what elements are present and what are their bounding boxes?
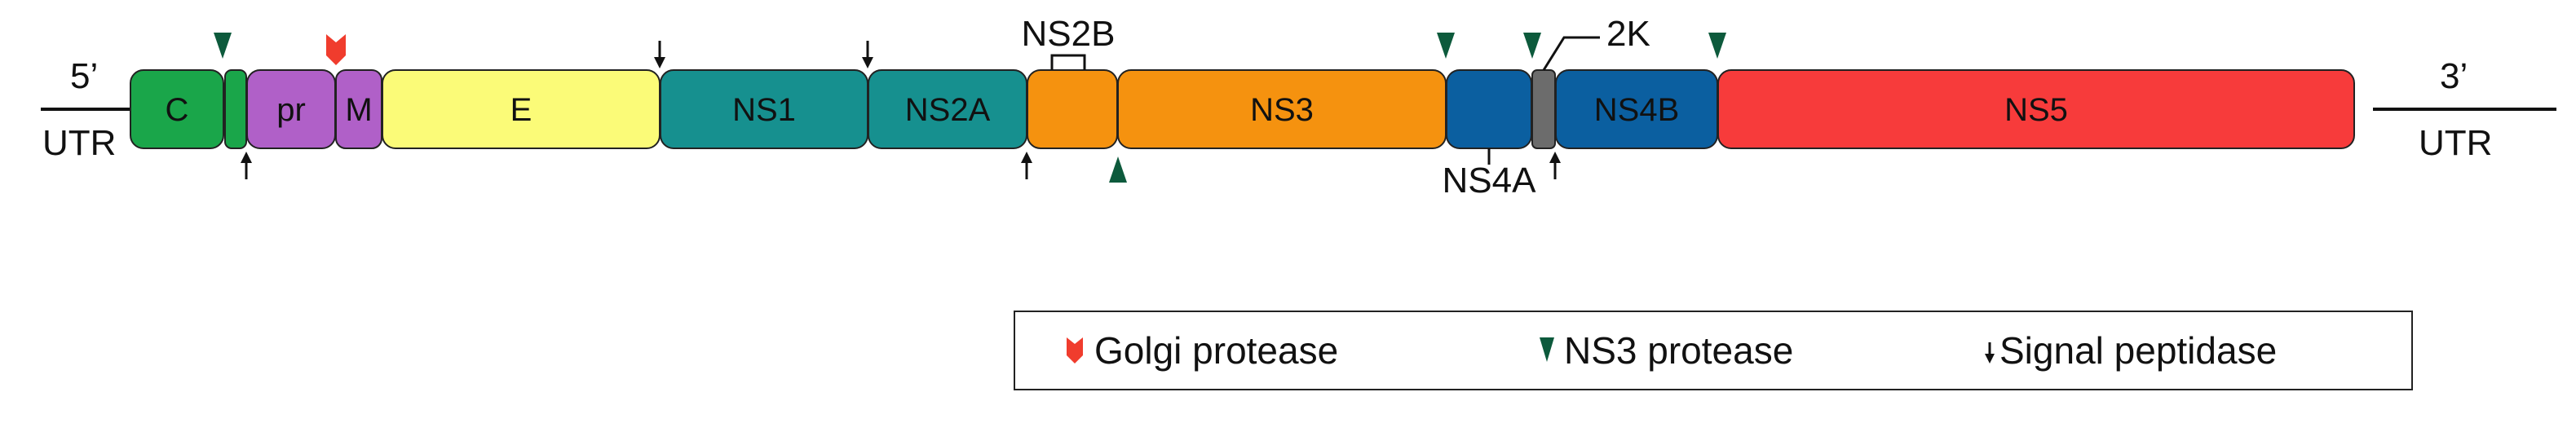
signal-peptidase-arrow xyxy=(1549,152,1561,179)
segment-m: M xyxy=(335,69,382,149)
segment-ns2b-box xyxy=(1027,69,1118,149)
legend: Golgi protease NS3 protease Signal pepti… xyxy=(1014,311,2413,390)
segment-e-label: E xyxy=(510,92,532,128)
segment-ns3: NS3 xyxy=(1117,69,1447,149)
segment-c-anchor xyxy=(224,69,247,149)
segment-ns5-box xyxy=(1717,69,2355,149)
segment-ns4a-box xyxy=(1446,69,1532,149)
segment-ns2a-label: NS2A xyxy=(905,92,991,128)
segment-c-anchor-box xyxy=(224,69,247,149)
ns3-legend-label: NS3 protease xyxy=(1564,329,1793,372)
two-k-callout-line xyxy=(1542,36,1600,71)
two-k-callout-label: 2K xyxy=(1606,14,1650,54)
ns3-cleavage-marker xyxy=(1523,33,1541,59)
segment-ns4b-label: NS4B xyxy=(1594,92,1680,128)
segment-2k xyxy=(1531,69,1556,149)
ns2b-callout-bracket xyxy=(1050,54,1086,70)
three-prime-label: 3’ xyxy=(2440,56,2468,96)
segment-ns3-label: NS3 xyxy=(1250,92,1314,128)
ns4a-callout-label: NS4A xyxy=(1443,161,1537,200)
five-prime-label: 5’ xyxy=(70,56,98,96)
golgi-legend-label: Golgi protease xyxy=(1094,329,1338,372)
signal-legend-icon xyxy=(1985,342,1995,364)
golgi-legend-icon xyxy=(1067,337,1083,364)
ns3-legend-icon xyxy=(1540,337,1554,362)
segment-2k-box xyxy=(1531,69,1556,149)
ns2b-callout-label: NS2B xyxy=(1022,14,1116,54)
segment-ns4b: NS4B xyxy=(1555,69,1718,149)
segment-ns5-label: NS5 xyxy=(2004,92,2068,128)
signal-legend-label: Signal peptidase xyxy=(1999,329,2277,372)
legend-box xyxy=(1014,311,2413,390)
segment-ns1: NS1 xyxy=(660,69,868,149)
segment-ns5: NS5 xyxy=(1717,69,2355,149)
signal-peptidase-arrow xyxy=(862,41,873,68)
segment-c-box xyxy=(130,69,224,149)
ns3-cleavage-marker xyxy=(1437,33,1455,59)
signal-peptidase-arrow xyxy=(654,41,665,68)
segment-pr-label: pr xyxy=(276,92,306,128)
segment-ns1-label: NS1 xyxy=(732,92,796,128)
signal-peptidase-arrow xyxy=(241,152,252,179)
five-prime-utr-label: UTR xyxy=(42,123,116,163)
ns3-cleavage-marker xyxy=(1109,156,1127,183)
segment-c-label: C xyxy=(166,92,189,128)
segment-ns4a xyxy=(1446,69,1532,149)
three-prime-utr-label: UTR xyxy=(2419,123,2492,163)
segment-c: C xyxy=(130,69,224,149)
ns3-cleavage-marker xyxy=(1708,33,1726,59)
segment-e: E xyxy=(382,69,661,149)
signal-peptidase-arrow xyxy=(1021,152,1032,179)
segment-ns2b xyxy=(1027,69,1118,149)
golgi-cleavage-marker xyxy=(326,34,346,65)
segment-pr: pr xyxy=(246,69,336,149)
segment-m-label: M xyxy=(345,92,372,128)
ns3-cleavage-marker xyxy=(214,33,232,59)
segment-ns2a: NS2A xyxy=(868,69,1027,149)
